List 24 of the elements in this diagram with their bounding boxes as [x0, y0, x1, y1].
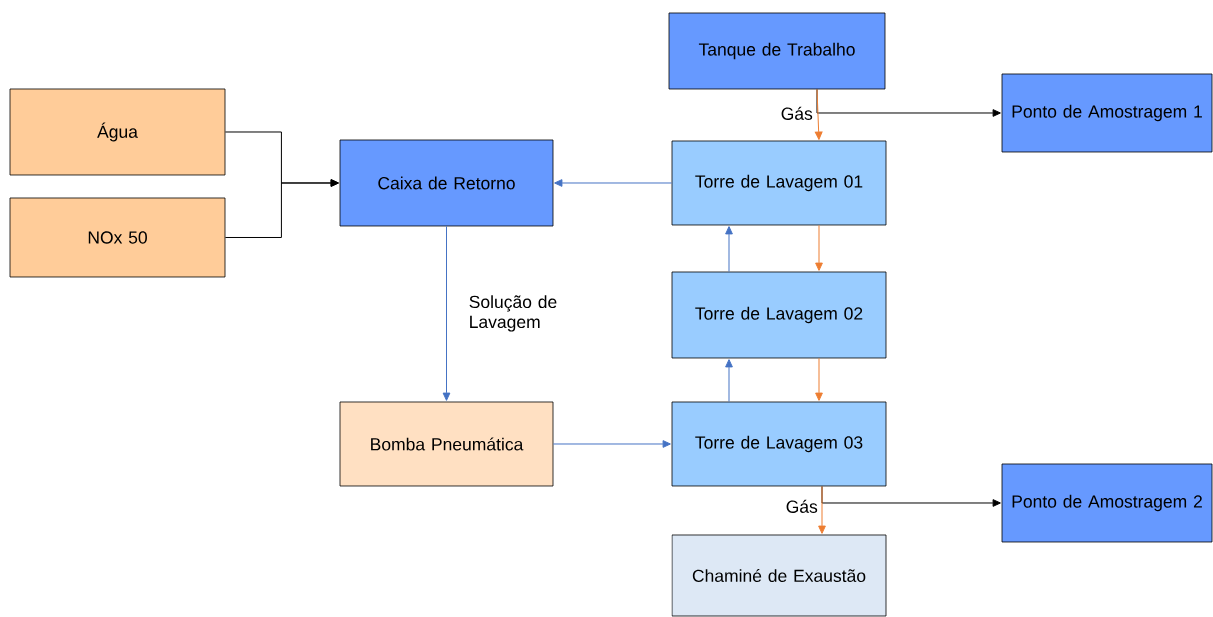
process-box: Torre de Lavagem 02 [671, 271, 887, 359]
edge-label: Solução de Lavagem [469, 295, 557, 332]
arrow [552, 440, 671, 448]
process-box: Água [9, 88, 226, 176]
process-box: Ponto de Amostragem 1 [1001, 73, 1213, 153]
arrow [815, 357, 823, 401]
arrow [442, 225, 451, 401]
arrow [224, 179, 339, 238]
process-box: NOx 50 [9, 197, 226, 278]
edge-label: Gás [786, 499, 818, 513]
arrow [815, 224, 823, 271]
process-box: Bomba Pneumática [339, 401, 554, 487]
process-box: Torre de Lavagem 01 [671, 140, 887, 226]
arrow [554, 179, 673, 187]
process-box: Ponto de Amostragem 2 [1001, 463, 1213, 543]
process-box: Caixa de Retorno [339, 139, 554, 227]
arrow [725, 226, 733, 273]
arrow [818, 485, 826, 534]
arrow [814, 88, 823, 140]
process-box: Torre de Lavagem 03 [671, 401, 887, 487]
arrow [725, 359, 733, 403]
process-box: Chaminé de Exaustão [671, 534, 887, 617]
process-box: Tanque de Trabalho [668, 12, 886, 90]
edge-label: Gás [781, 106, 813, 120]
